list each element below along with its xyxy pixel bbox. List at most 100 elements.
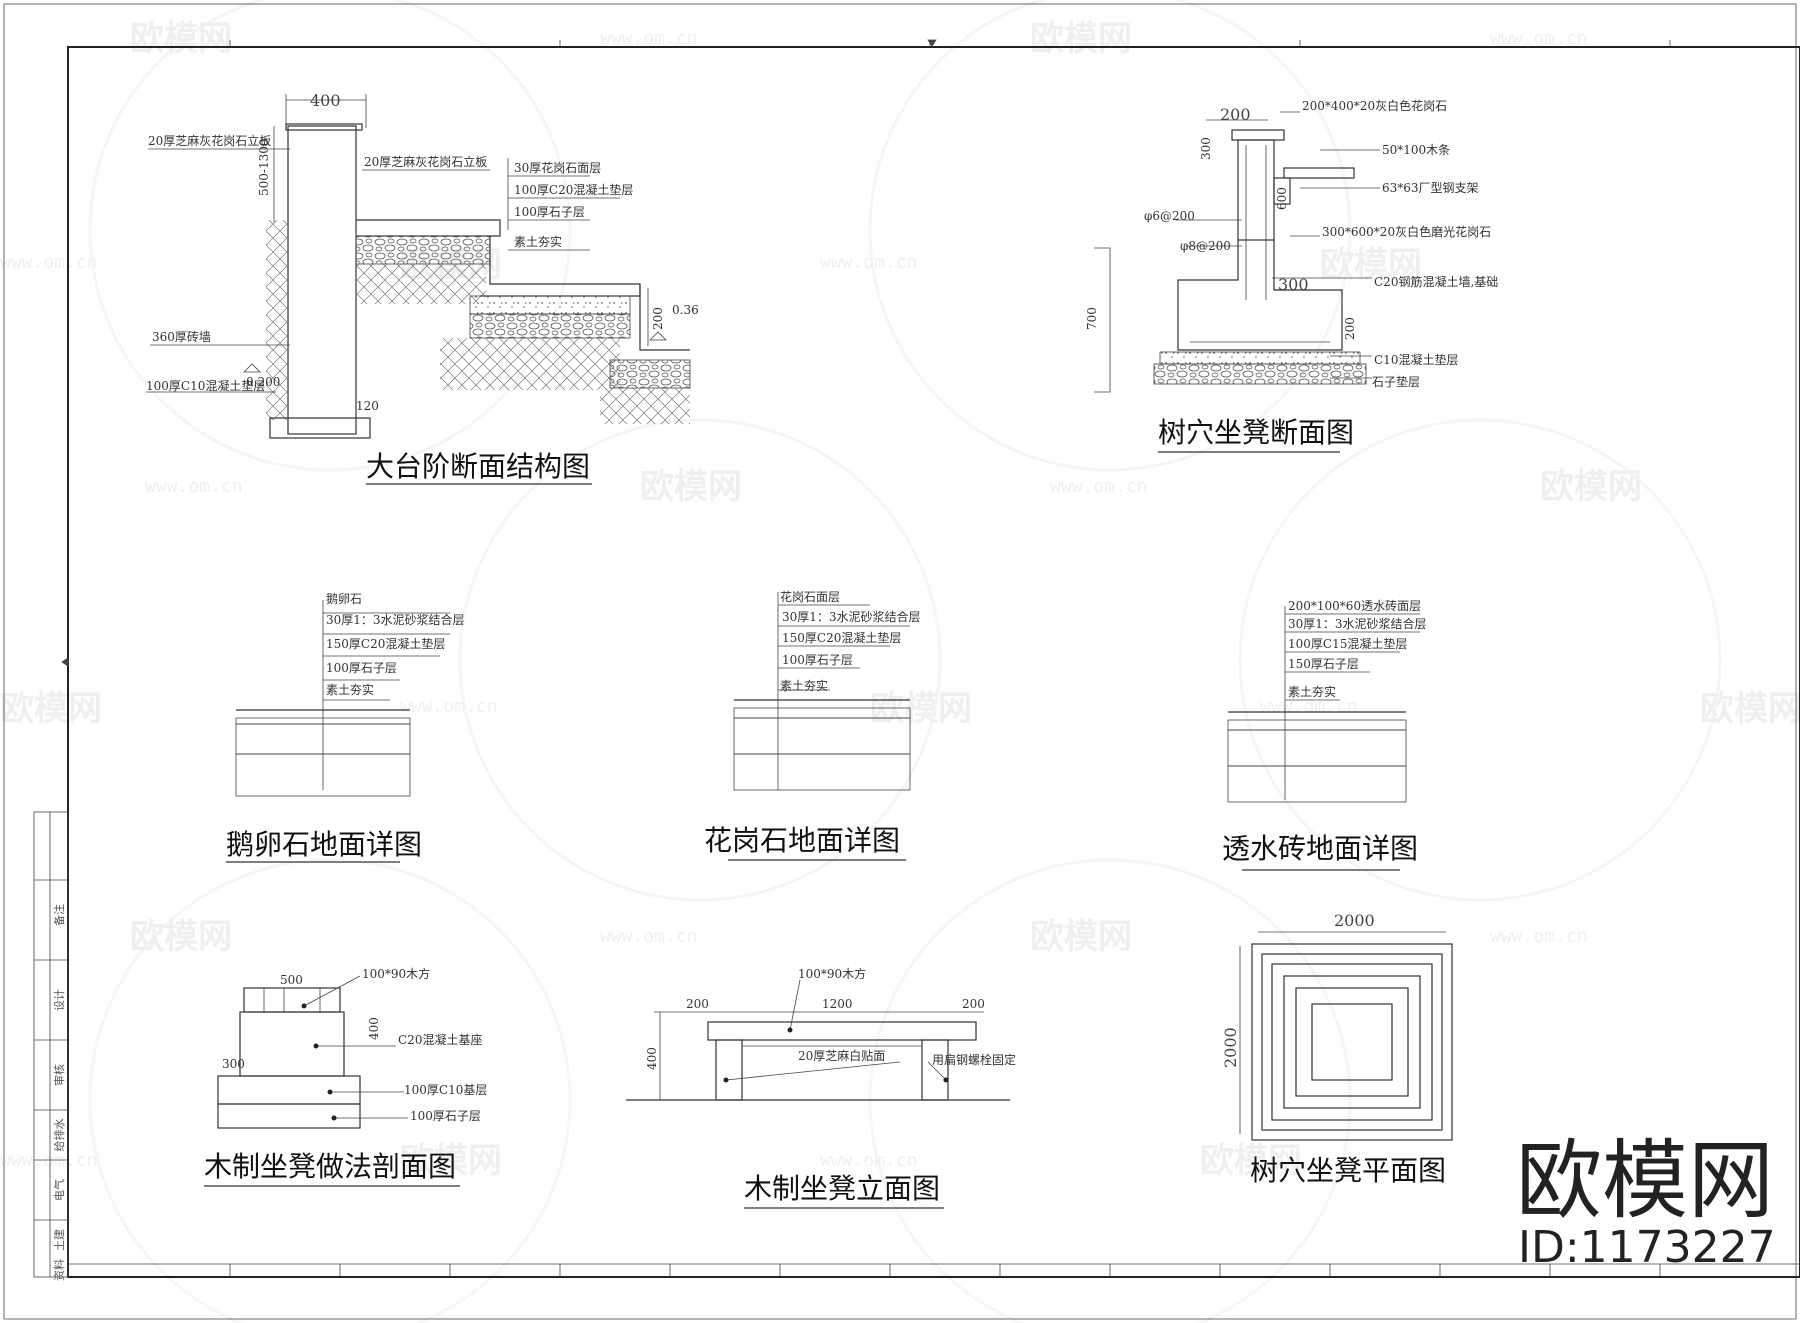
drawing-title: 木制坐凳立面图 — [744, 1172, 940, 1205]
leader-label: 20厚芝麻灰花岗石立板 — [148, 133, 271, 148]
leader-label: 50*100木条 — [1382, 143, 1450, 157]
layer-label: 素土夯实 — [1288, 684, 1336, 699]
dim-label: 200 — [686, 997, 709, 1011]
drawing-tree-seat-section: 200 300 700 600 300 200 200*400*20灰白色花岗石… — [1085, 98, 1498, 453]
layer-label: 素土夯实 — [326, 682, 374, 697]
watermark-url: www.om.cn — [820, 1150, 918, 1171]
watermark-url: www.om.cn — [0, 252, 98, 273]
leader-label: 100厚C10混凝土垫层 — [146, 378, 265, 393]
frame-ticks — [61, 39, 1671, 1277]
dim-label: 600 — [1275, 187, 1289, 210]
watermark-url: www.om.cn — [1490, 28, 1588, 49]
layer-label: 素土夯实 — [780, 678, 828, 693]
watermark-brand: 欧模网 — [400, 1141, 502, 1181]
dim-label: 200 — [962, 997, 985, 1011]
layer-label: 100厚石子层 — [782, 653, 853, 667]
watermark-url: www.om.cn — [0, 1150, 98, 1171]
layer-label: 鹅卵石 — [326, 592, 362, 606]
title-block-cell: 土建 — [52, 1229, 66, 1251]
leader-label: 360厚砖墙 — [152, 329, 211, 344]
watermark-brand: 欧模网 — [1030, 917, 1132, 957]
leader-label: 100*90木方 — [798, 966, 866, 981]
dim-label: 400 — [645, 1047, 659, 1070]
watermark-brand: 欧模网 — [640, 467, 742, 507]
watermark-url: www.om.cn — [600, 28, 698, 49]
watermark-brand: 欧模网 — [1540, 467, 1642, 507]
drawing-title: 树穴坐凳平面图 — [1250, 1154, 1446, 1187]
title-block-cell: 资料 — [52, 1259, 66, 1281]
leader-label: φ6@200 — [1144, 209, 1195, 223]
drawing-wood-bench-section: 500 400 300 100*90木方 C20混凝土基座 100厚C10基层 … — [204, 966, 487, 1187]
watermark-url: www.om.cn — [1490, 926, 1588, 947]
title-block-cell: 设计 — [53, 989, 66, 1011]
title-block-cell: 备注 — [52, 904, 66, 926]
dim-label: 400 — [310, 91, 341, 110]
dim-label: 1200 — [822, 997, 853, 1011]
brand-logo-text: 欧模网 — [1516, 1131, 1774, 1231]
dim-label: 300 — [1278, 275, 1309, 294]
leader-label: 100厚C20混凝土垫层 — [514, 182, 633, 197]
leader-label: C10混凝土垫层 — [1374, 352, 1458, 367]
title-block-cell: 审核 — [52, 1064, 66, 1086]
layer-label: 100厚石子层 — [326, 661, 397, 675]
layer-label: 200*100*60透水砖面层 — [1288, 598, 1421, 613]
drawing-title: 木制坐凳做法剖面图 — [204, 1150, 456, 1183]
drawing-title: 大台阶断面结构图 — [366, 450, 590, 483]
watermark-brand: 欧模网 — [870, 689, 972, 729]
layer-label: 150厚C20混凝土垫层 — [326, 636, 445, 651]
watermark-url: www.om.cn — [600, 926, 698, 947]
watermark-url: www.om.cn — [820, 252, 918, 273]
title-block-cell: 电气 — [52, 1179, 66, 1201]
leader-label: C20混凝土基座 — [398, 1032, 482, 1047]
watermark-brand: 欧模网 — [1200, 1141, 1302, 1181]
drawing-cobble-paving: 鹅卵石 30厚1：3水泥砂浆结合层 150厚C20混凝土垫层 100厚石子层 素… — [226, 592, 465, 863]
drawing-wood-bench-elevation: 200 1200 200 400 100*90木方 20厚芝麻白贴面 用扁钢螺栓… — [626, 966, 1016, 1209]
drawing-big-step-section: 400 500-1300 120 200 0.36 0.200 — [146, 91, 699, 485]
layer-label: 100厚C15混凝土垫层 — [1288, 636, 1407, 651]
layer-label: 30厚1：3水泥砂浆结合层 — [326, 612, 465, 627]
elevation-label: 0.36 — [672, 303, 699, 317]
leader-label: 200*400*20灰白色花岗石 — [1302, 98, 1447, 113]
watermark-url: www.om.cn — [145, 476, 243, 497]
dim-label: 200 — [651, 307, 665, 330]
layer-label: 30厚1：3水泥砂浆结合层 — [782, 609, 921, 624]
drawing-granite-paving: 花岗石面层 30厚1：3水泥砂浆结合层 150厚C20混凝土垫层 100厚石子层… — [704, 589, 921, 861]
leader-label: 素土夯实 — [514, 234, 562, 249]
dim-label: 200 — [1220, 105, 1251, 124]
leader-label: 石子垫层 — [1372, 374, 1420, 389]
leader-label: 用扁钢螺栓固定 — [932, 1052, 1016, 1067]
watermark-brand: 欧模网 — [1030, 19, 1132, 59]
dim-label: 700 — [1085, 307, 1099, 330]
title-block: 备注 设计 审核 给排水 电气 土建 资料 — [33, 811, 69, 1281]
dim-label: 300 — [222, 1057, 245, 1071]
dim-label: 500 — [280, 973, 303, 987]
dim-label: 300 — [1199, 137, 1213, 160]
layer-label: 花岗石面层 — [780, 589, 840, 604]
drawing-title: 花岗石地面详图 — [704, 824, 900, 857]
dim-label: 120 — [356, 399, 379, 413]
watermark-brand: 欧模网 — [1700, 689, 1800, 729]
leader-label: 30厚花岗石面层 — [514, 160, 601, 175]
watermark-brand: 欧模网 — [130, 917, 232, 957]
drawing-title: 鹅卵石地面详图 — [226, 828, 422, 861]
leader-label: φ8@200 — [1180, 239, 1231, 253]
elevation-label: 0.200 — [246, 375, 280, 389]
dim-label: 200 — [1343, 317, 1357, 340]
brand-id: ID:1173227 — [1518, 1222, 1776, 1273]
leader-label: 100*90木方 — [362, 966, 430, 981]
leader-label: 100厚C10基层 — [404, 1083, 487, 1097]
watermark-url: www.om.cn — [1050, 476, 1148, 497]
leader-label: 100厚石子层 — [410, 1109, 481, 1123]
layer-label: 30厚1：3水泥砂浆结合层 — [1288, 616, 1427, 631]
drawing-tree-seat-plan: 2000 2000 树穴坐凳平面图 — [1221, 911, 1453, 1187]
dim-label: 2000 — [1334, 911, 1375, 930]
layer-label: 150厚C20混凝土垫层 — [782, 630, 901, 645]
brand-mark: 欧模网 ID:1173227 — [1516, 1131, 1776, 1273]
title-block-cell: 给排水 — [52, 1119, 66, 1152]
leader-label: 100厚石子层 — [514, 205, 585, 219]
leader-label: C20钢筋混凝土墙,基础 — [1374, 274, 1498, 289]
dim-label: 400 — [367, 1017, 381, 1040]
drawing-title: 透水砖地面详图 — [1222, 832, 1418, 865]
